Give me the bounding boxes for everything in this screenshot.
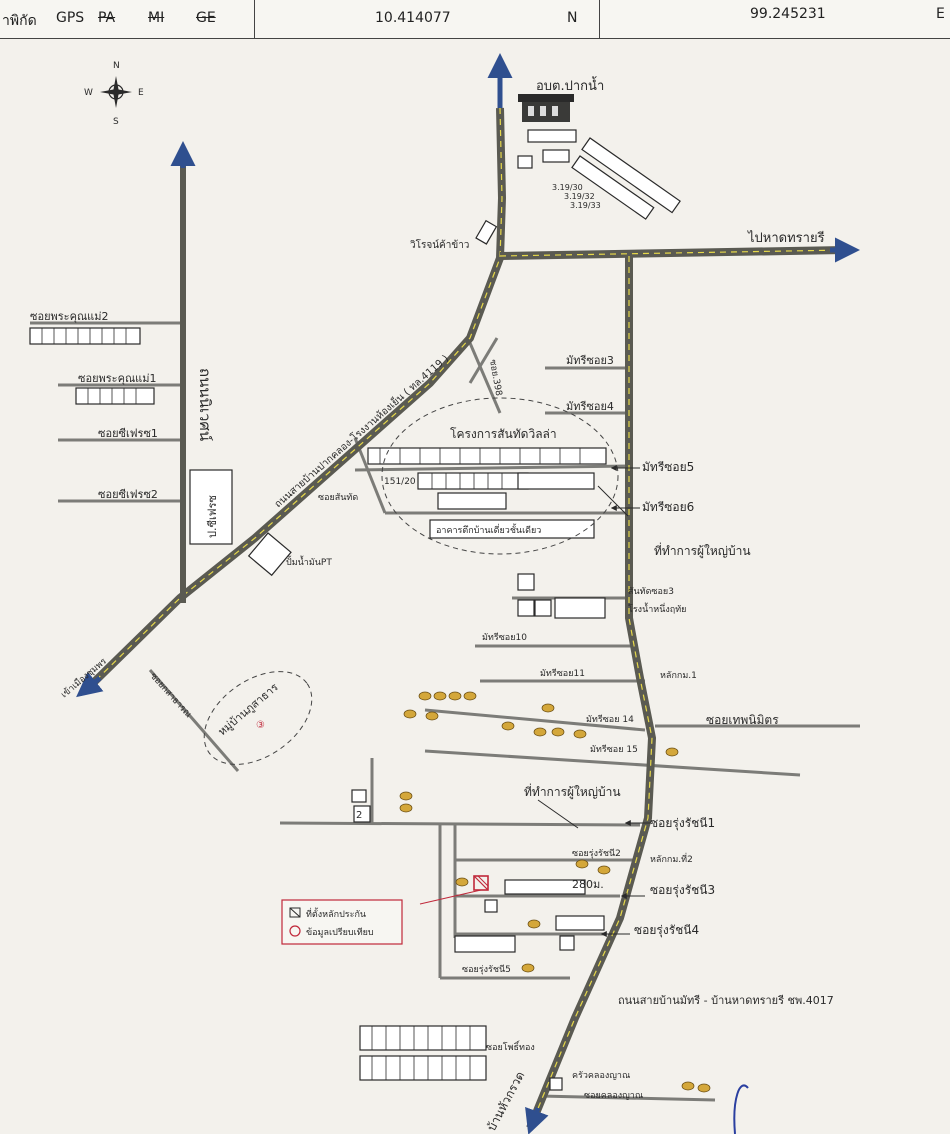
collateral-marker bbox=[419, 875, 489, 905]
soi-rungratchani2-label: ซอยรุ่งรัชนี2 bbox=[572, 848, 621, 859]
to-huakruat-label: บ้านหัวกรวด bbox=[484, 1069, 527, 1133]
villa-project-boundary bbox=[381, 397, 619, 555]
khrua-khlong-label: ครัวคลองญาณ bbox=[572, 1071, 630, 1081]
direction-arrows bbox=[76, 53, 860, 1134]
soi-sifreight2-label: ซอยซีเฟรซ2 bbox=[98, 488, 158, 501]
niwet-road-label: ถนนนิเวศน์ bbox=[196, 368, 214, 441]
soi-rungratchani4-label: ซอยรุ่งรัชนี4 bbox=[634, 923, 699, 938]
soi-rungratchani5-label: ซอยรุ่งรัชนี5 bbox=[462, 964, 511, 975]
mi-label: MI bbox=[148, 10, 165, 26]
headman-office-label-2: ที่ทำการผู้ใหญ่บ้าน bbox=[524, 783, 621, 800]
obt-label: อบต.ปากน้ำ bbox=[536, 76, 604, 94]
compass-n: N bbox=[113, 61, 120, 71]
longitude-direction: E bbox=[936, 6, 945, 22]
pa-label: PA bbox=[98, 10, 116, 26]
location-map: N S E W bbox=[29, 53, 860, 1134]
pointer-arrows bbox=[537, 465, 650, 937]
mathri-soi10-label: มัทรีซอย10 bbox=[482, 632, 527, 643]
house-151-20-label: 151/20 bbox=[384, 477, 416, 487]
compass-w: W bbox=[84, 88, 93, 98]
compass-rose-icon: N S E W bbox=[84, 61, 144, 127]
gps-label: GPS bbox=[56, 10, 85, 26]
soi-rungratchani3-label: ซอยรุ่งรัชนี3 bbox=[650, 883, 715, 898]
santhat-soi3-label: สันทัดซอย3 bbox=[628, 587, 674, 597]
coord-system-cell: าพิกัด GPS PA MI GE bbox=[0, 0, 255, 38]
headman-office-label-1: ที่ทำการผู้ใหญ่บ้าน bbox=[654, 542, 751, 559]
longitude-cell: 99.245231 E bbox=[600, 0, 950, 38]
factory-label: โรงน้ำหนึ่งฤทัย bbox=[628, 602, 686, 615]
house-3-19-30: 3.19/30 bbox=[552, 183, 583, 192]
single-house-building-label: อาคารตึกบ้านเดี่ยวชั้นเดียว bbox=[436, 523, 541, 536]
village-label: หมู่บ้านภูสาธาร bbox=[216, 681, 281, 739]
latitude-direction: N bbox=[567, 10, 578, 26]
soi-santhat-label: ซอยสันทัด bbox=[318, 493, 358, 503]
building-dividers bbox=[41, 328, 581, 1080]
box-2-label: 2 bbox=[356, 810, 362, 821]
road-4017-label: ถนนสายบ้านมัทรี - บ้านหาดทรายรี ชพ.4017 bbox=[618, 994, 834, 1007]
to-beach-label: ไปหาดทรายรี bbox=[747, 230, 825, 246]
house-3-19-33: 3.19/33 bbox=[570, 201, 601, 210]
soi-phrakhun2-label: ซอยพระคุณแม่2 bbox=[30, 310, 109, 323]
mathri-soi11-label: มัทรีซอย11 bbox=[540, 668, 585, 679]
compass-s: S bbox=[113, 117, 119, 127]
tree-icons bbox=[399, 691, 711, 1093]
obt-building-icon bbox=[518, 94, 574, 122]
latitude-value: 10.414077 bbox=[375, 10, 451, 26]
soi-rungratchani1-label: ซอยรุ่งรัชนี1 bbox=[650, 816, 715, 831]
minor-roads bbox=[30, 321, 860, 1102]
mathri-soi14-label: มัทรีซอย 14 bbox=[586, 714, 634, 725]
village-boundary bbox=[203, 671, 313, 765]
coordinate-header: าพิกัด GPS PA MI GE 10.414077 N 99.24523… bbox=[0, 0, 950, 39]
legend-comparison-label: ข้อมูลเปรียบเทียบ bbox=[306, 927, 374, 938]
map-legend: ที่ตั้งหลักประกัน ข้อมูลเปรียบเทียบ bbox=[281, 899, 403, 945]
distance-280-label: 280ม. bbox=[572, 878, 604, 891]
house-3-19-32: 3.19/32 bbox=[564, 192, 595, 201]
pt-station-label: ปั้มน้ำมันPT bbox=[286, 555, 332, 568]
coord-label: าพิกัด bbox=[2, 13, 37, 29]
km1-label: หลักกม.1 bbox=[660, 671, 697, 681]
building-blocks bbox=[29, 129, 681, 1091]
soi-phrakhun1-label: ซอยพระคุณแม่1 bbox=[78, 372, 157, 385]
village-number-3: ③ bbox=[256, 720, 265, 731]
soi-phothong-label: ซอยโพธิ์ทอง bbox=[486, 1040, 535, 1053]
mathri-soi5-label: มัทรีซอย5 bbox=[642, 460, 694, 474]
mathri-soi4-label: มัทรีซอย4 bbox=[566, 400, 614, 413]
soi-sahakon-label: ซอยกสาธารณ bbox=[148, 671, 193, 720]
ge-label: GE bbox=[196, 10, 216, 26]
main-roads bbox=[85, 107, 846, 1130]
pen-mark bbox=[733, 1084, 749, 1134]
legend-collateral-label: ที่ตั้งหลักประกัน bbox=[306, 907, 366, 920]
soi-khlong-label: ซอยคลองญาณ bbox=[584, 1091, 643, 1101]
latitude-cell: 10.414077 N bbox=[255, 0, 600, 38]
soi-thepnimit-label: ซอยเทพนิมิตร bbox=[706, 713, 779, 727]
p-sifreight-label: ป.ซีเฟรซ bbox=[206, 495, 219, 538]
comparison-legend-icon bbox=[289, 925, 301, 937]
collateral-legend-icon bbox=[289, 907, 301, 918]
longitude-value: 99.245231 bbox=[750, 6, 826, 22]
rice-mill-label: วิโรจน์ค้าข้าว bbox=[410, 238, 470, 251]
soi-sifreight1-label: ซอยซีเฟรซ1 bbox=[98, 427, 158, 440]
compass-e: E bbox=[138, 88, 144, 98]
mathri-soi6-label: มัทรีซอย6 bbox=[642, 500, 694, 514]
mathri-soi15-label: มัทรีซอย 15 bbox=[590, 744, 638, 755]
villa-project-label: โครงการสันทัดวิลล่า bbox=[450, 427, 557, 441]
km2-label: หลักกม.ที่2 bbox=[650, 852, 693, 865]
mathri-soi3-label: มัทรีซอย3 bbox=[566, 354, 614, 367]
